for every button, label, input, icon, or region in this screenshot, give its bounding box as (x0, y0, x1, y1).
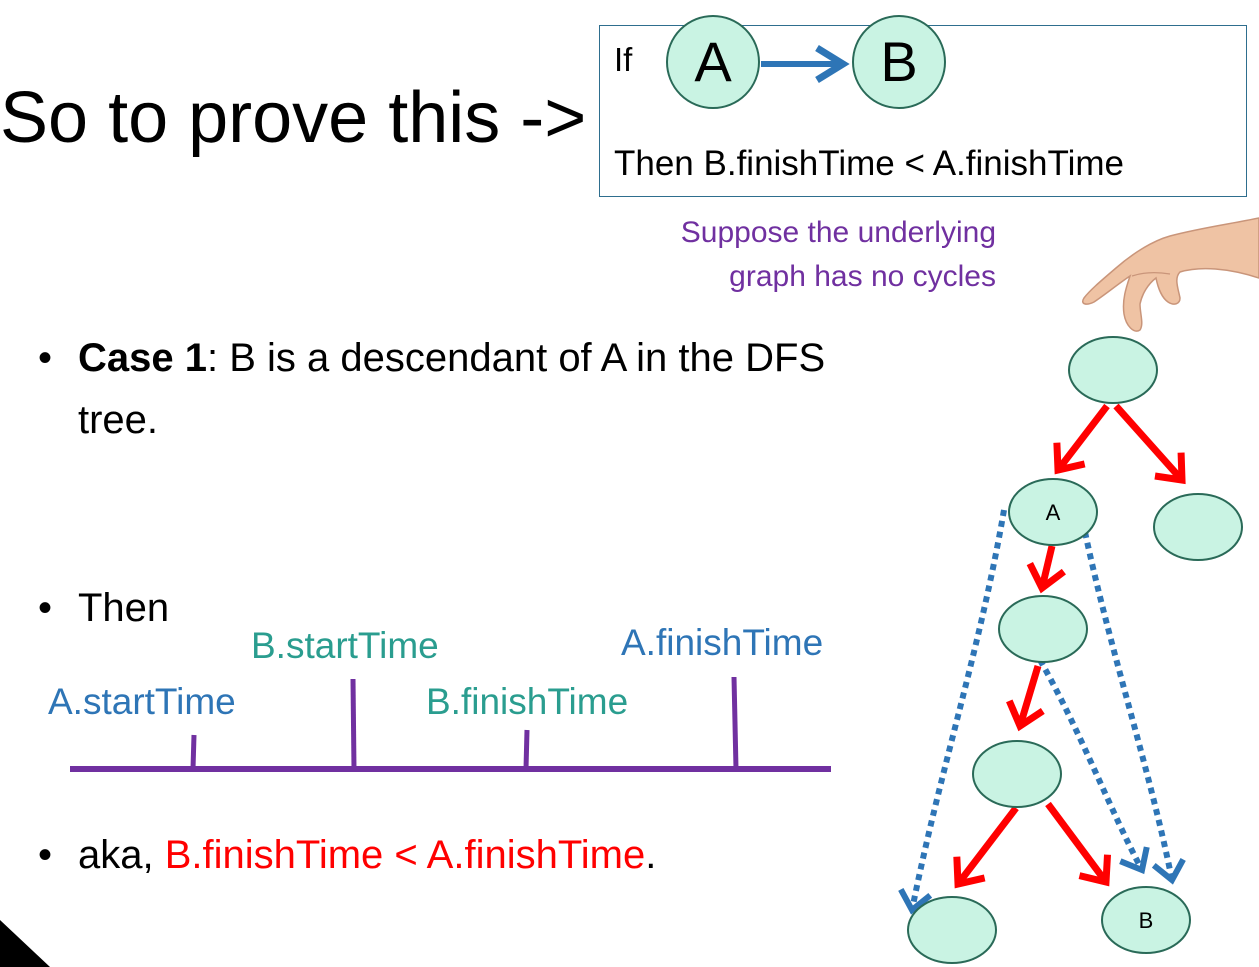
case1-bold-label: Case 1 (78, 336, 207, 380)
label-b-finish: B.finishTime (426, 681, 629, 722)
assumption-note-line1: Suppose the underlying (680, 216, 996, 249)
claim-node-b-label: B (880, 30, 918, 93)
tick-b-start (350, 678, 357, 770)
bullet-dot: • (38, 336, 53, 380)
claim-arrow (761, 45, 850, 83)
timeline (70, 676, 831, 772)
tree-edge-a-child (1026, 545, 1066, 594)
assumption-note: Suppose the underlying graph has no cycl… (560, 211, 996, 299)
aka-suffix: . (645, 833, 657, 877)
dotted-path-right (1082, 531, 1186, 885)
tree-node-a-child (998, 595, 1088, 663)
claim-if-label: If (614, 41, 633, 78)
label-b-start: B.startTime (251, 625, 439, 666)
tick-a-finish (731, 676, 739, 770)
hand-illustration (1082, 217, 1259, 332)
tree-node-grandchild (972, 740, 1062, 808)
tree-edge-grandchild-b (1045, 801, 1112, 887)
tree-node-a (1008, 478, 1098, 546)
bullet-case1: • Case 1: B is a descendant of A in the … (38, 327, 858, 451)
claim-node-b: B (852, 15, 946, 109)
bullet-then: • Then (38, 577, 169, 639)
dfs-tree: A B (898, 336, 1243, 964)
bullet-aka: • aka, B.finishTime < A.finishTime. (38, 824, 656, 886)
case1-text: : B is a descendant of A in the DFS tree… (78, 336, 826, 442)
tree-edge-root-a (1053, 403, 1110, 475)
tree-node-b-label: B (1139, 908, 1154, 933)
dotted-path-middle (1037, 658, 1150, 875)
bullet-dot: • (38, 833, 53, 877)
tick-a-start (190, 734, 197, 770)
tree-edge-grandchild-left (953, 805, 1019, 889)
tick-b-finish (523, 729, 530, 770)
claim-conclusion: Then B.finishTime < A.finishTime (614, 144, 1124, 183)
tree-node-b (1101, 886, 1191, 954)
tree-node-leaf-left (907, 896, 997, 964)
then-text: Then (78, 586, 170, 630)
tree-edge-root-right (1113, 403, 1186, 485)
tree-node-right (1153, 493, 1243, 561)
aka-inequality: B.finishTime < A.finishTime (164, 833, 646, 877)
corner-triangle-decoration (0, 920, 50, 967)
assumption-note-line2: graph has no cycles (729, 260, 996, 293)
claim-node-a-label: A (694, 30, 732, 93)
label-a-start: A.startTime (48, 681, 236, 722)
label-a-finish: A.finishTime (621, 622, 824, 663)
tree-node-a-label: A (1046, 500, 1061, 525)
bullet-dot: • (38, 586, 53, 630)
tree-edge-child-grandchild (1006, 664, 1045, 732)
aka-prefix: aka, (78, 833, 165, 877)
slide-title: So to prove this -> (0, 78, 587, 158)
claim-node-a: A (666, 15, 760, 109)
dotted-path-left (898, 509, 1007, 915)
tree-node-root (1068, 336, 1158, 404)
